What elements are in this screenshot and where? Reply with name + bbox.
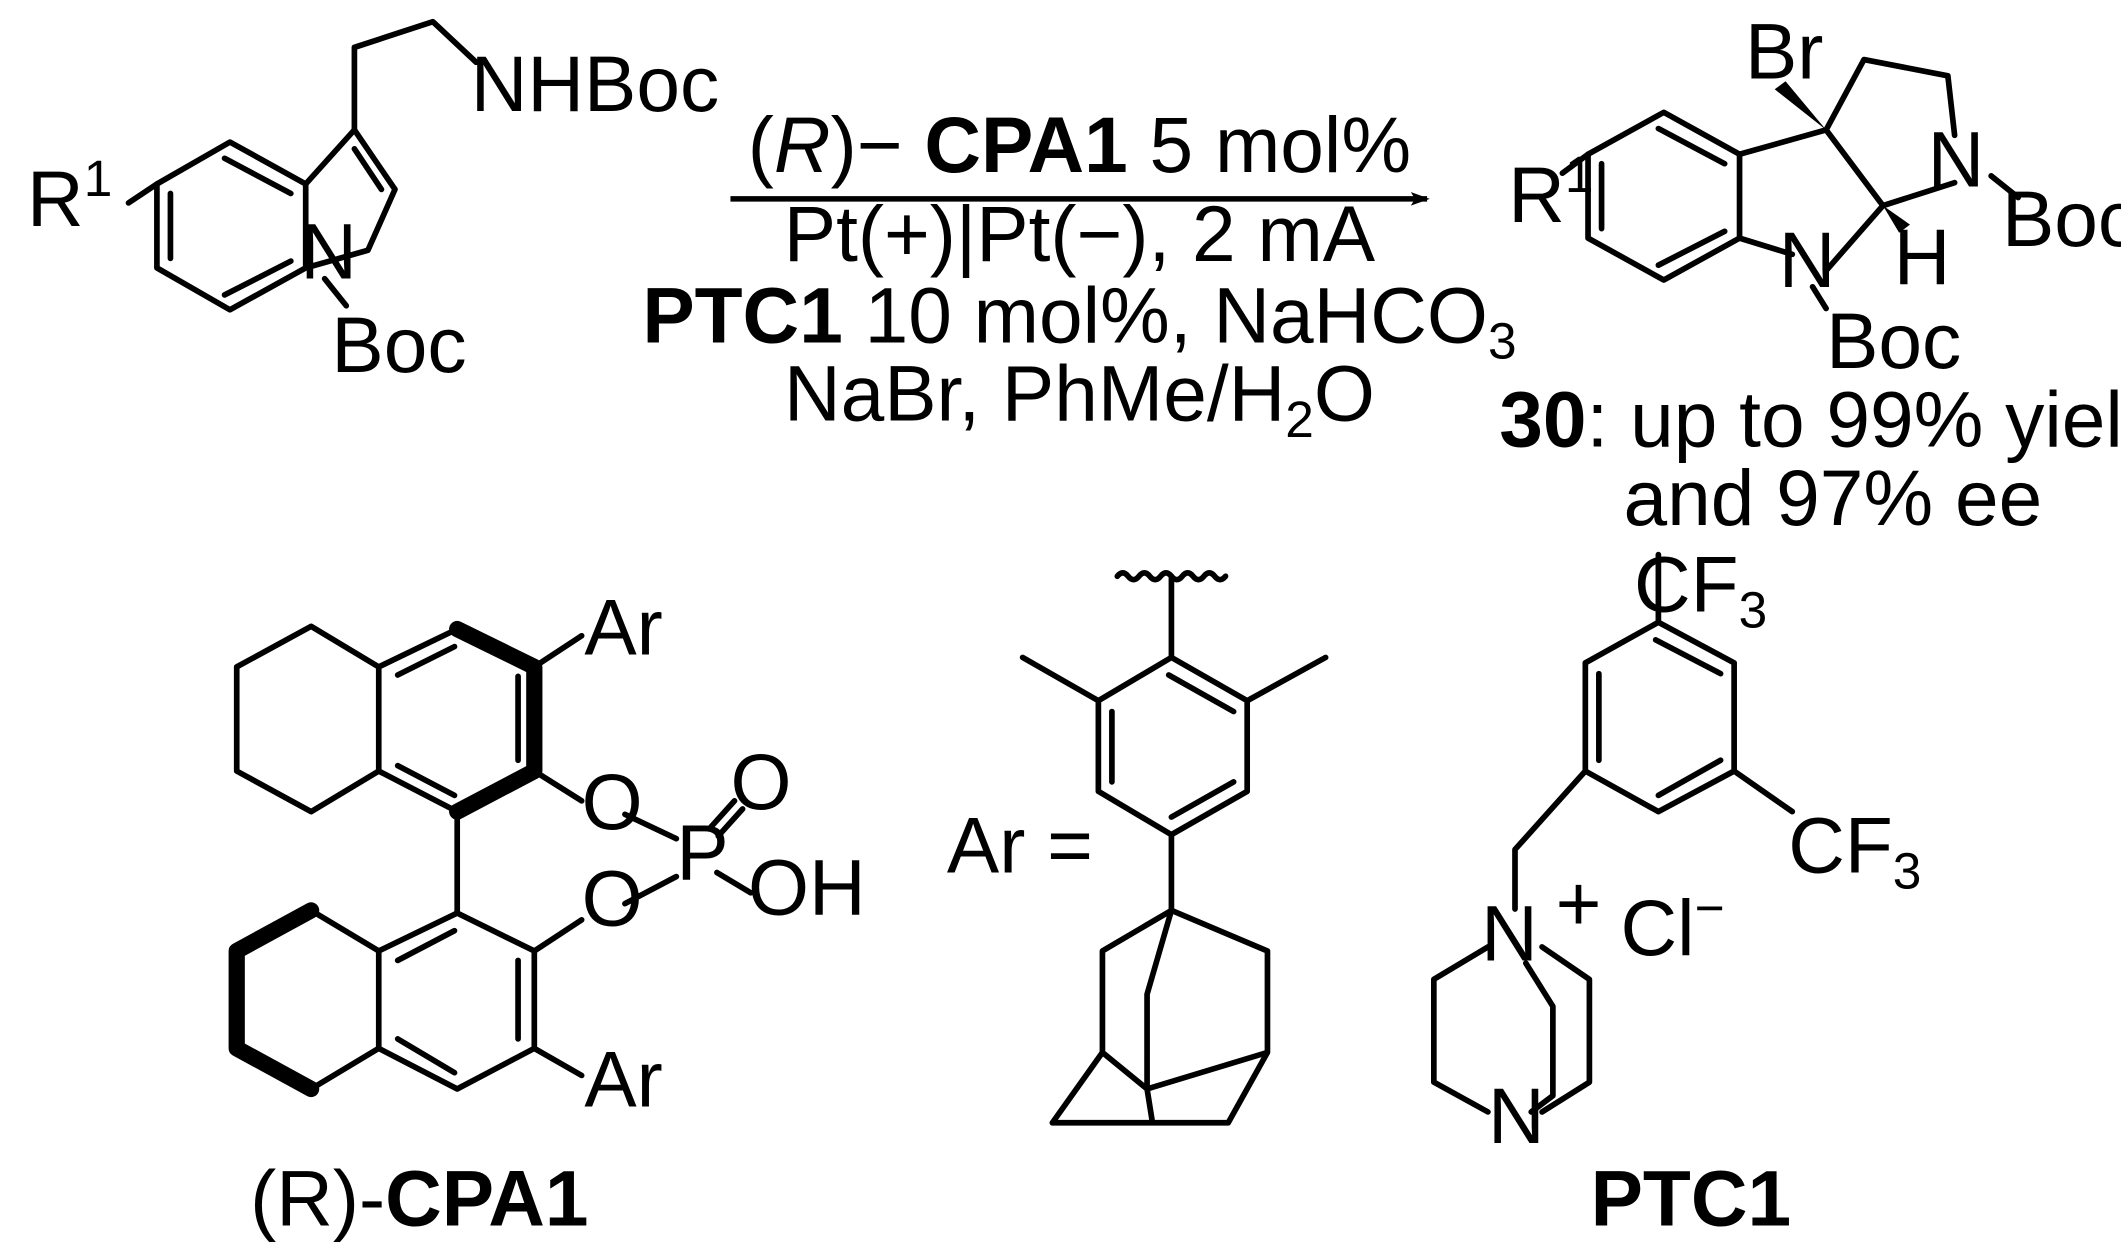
reactant-pyrrole-double-bond <box>351 145 385 193</box>
reactant-side-chain <box>351 18 479 133</box>
cpa1-lower-aromatic-inner <box>394 927 521 1076</box>
cpa1-upper-aromatic-inner <box>394 643 521 799</box>
ar-benzene-inner <box>1109 672 1237 820</box>
product-n-boc-bond <box>1809 173 2022 312</box>
product-benzene-inner-bonds <box>1598 125 1728 268</box>
reactant-n-label: N <box>300 208 357 296</box>
reactant-indole-structure <box>125 18 479 313</box>
product-result-line-1: 30: up to 99% yield <box>1499 375 2121 463</box>
ar-adamantane-cage <box>1049 907 1271 1126</box>
cpa1-oh-label: OH <box>748 843 866 931</box>
product-benzene-ring <box>1585 109 1743 283</box>
ptc1-plus-charge: + <box>1556 860 1602 948</box>
cpa1-ar-top-label: Ar <box>584 584 662 672</box>
cpa1-o-lower-label: O <box>582 854 643 942</box>
condition-line-2: Pt(+)|Pt(−), 2 mA <box>784 190 1376 278</box>
ar-definition-label: Ar = <box>947 802 1093 890</box>
ptc1-benzyl-bond <box>1512 768 1589 912</box>
ptc1-chloride-label: Cl− <box>1621 878 1725 972</box>
ptc1-cf3-right-label: CF3 <box>1788 802 1921 900</box>
reactant-n-boc-bond <box>321 275 350 309</box>
product-br-wedge <box>1774 81 1827 130</box>
ptc1-dabco-cage <box>1430 944 1593 1115</box>
ar-aryl-adamantyl-structure <box>1019 570 1329 1126</box>
reactant-boc-label: Boc <box>331 301 466 389</box>
product-pyrroloindoline-structure <box>1559 56 2022 312</box>
product-h-label: H <box>1894 213 1951 301</box>
reactant-r1-bond <box>125 181 160 206</box>
product-r1-label: R1 <box>1508 145 1593 239</box>
cpa1-phosphate-bonds <box>622 797 754 907</box>
product-result-line-2: and 97% ee <box>1624 454 2043 542</box>
cpa1-ar-bonds <box>531 632 585 1079</box>
product-br-label: Br <box>1745 7 1823 95</box>
ar-methyl-bonds <box>1019 654 1329 704</box>
ptc1-caption: PTC1 <box>1591 1155 1792 1243</box>
cpa1-upper-bold-edge <box>449 620 543 820</box>
cpa1-lower-cyclohexane <box>308 907 382 1092</box>
cpa1-lower-bold-edge <box>228 902 320 1098</box>
cpa1-o-upper-label: O <box>582 758 643 846</box>
product-pyrrolidine-ring <box>1823 56 1958 209</box>
reactant-nhboc-label: NHBoc <box>471 40 719 128</box>
cpa1-structure <box>228 620 754 1098</box>
cpa1-caption: (R)-CPA1 <box>250 1155 588 1243</box>
ptc1-benzene-inner <box>1596 637 1724 799</box>
condition-line-3: PTC1 10 mol%, NaHCO3 <box>642 271 1516 369</box>
product-five-ring <box>1736 127 1886 274</box>
product-r1-bond <box>1559 151 1591 177</box>
ptc1-n-plus-label: N <box>1481 889 1538 977</box>
ptc1-cf3-bonds <box>1655 551 1796 815</box>
cpa1-o-double-label: O <box>730 738 791 826</box>
ar-benzene-ring <box>1095 654 1251 838</box>
cpa1-lower-aromatic-ring <box>375 910 538 1092</box>
ptc1-cf3-top-label: CF3 <box>1634 540 1767 638</box>
ptc1-n-bottom-label: N <box>1488 1072 1545 1160</box>
reactant-r1-label: R1 <box>27 149 112 243</box>
product-n-bottom-label: N <box>1779 216 1836 304</box>
cpa1-upper-cyclohexane <box>233 623 382 815</box>
cpa1-ar-bottom-label: Ar <box>584 1036 662 1124</box>
ptc1-structure <box>1430 551 1796 1115</box>
reactant-pyrrole-ring <box>302 127 398 271</box>
cpa1-o-bonds <box>531 768 585 954</box>
cpa1-p-label: P <box>676 808 728 896</box>
reactant-benzene-inner-bonds <box>167 155 294 298</box>
product-n-top-label: N <box>1928 116 1985 204</box>
condition-line-4: NaBr, PhMe/H2O <box>784 350 1375 448</box>
product-boc-right-label: Boc <box>2002 175 2121 263</box>
product-h-wedge <box>1882 205 1910 233</box>
ptc1-benzene-ring <box>1582 619 1737 815</box>
reactant-benzene-ring <box>154 139 309 313</box>
condition-line-1: (R)− CPA1 5 mol% <box>748 101 1411 189</box>
product-boc-bottom-label: Boc <box>1826 297 1961 385</box>
